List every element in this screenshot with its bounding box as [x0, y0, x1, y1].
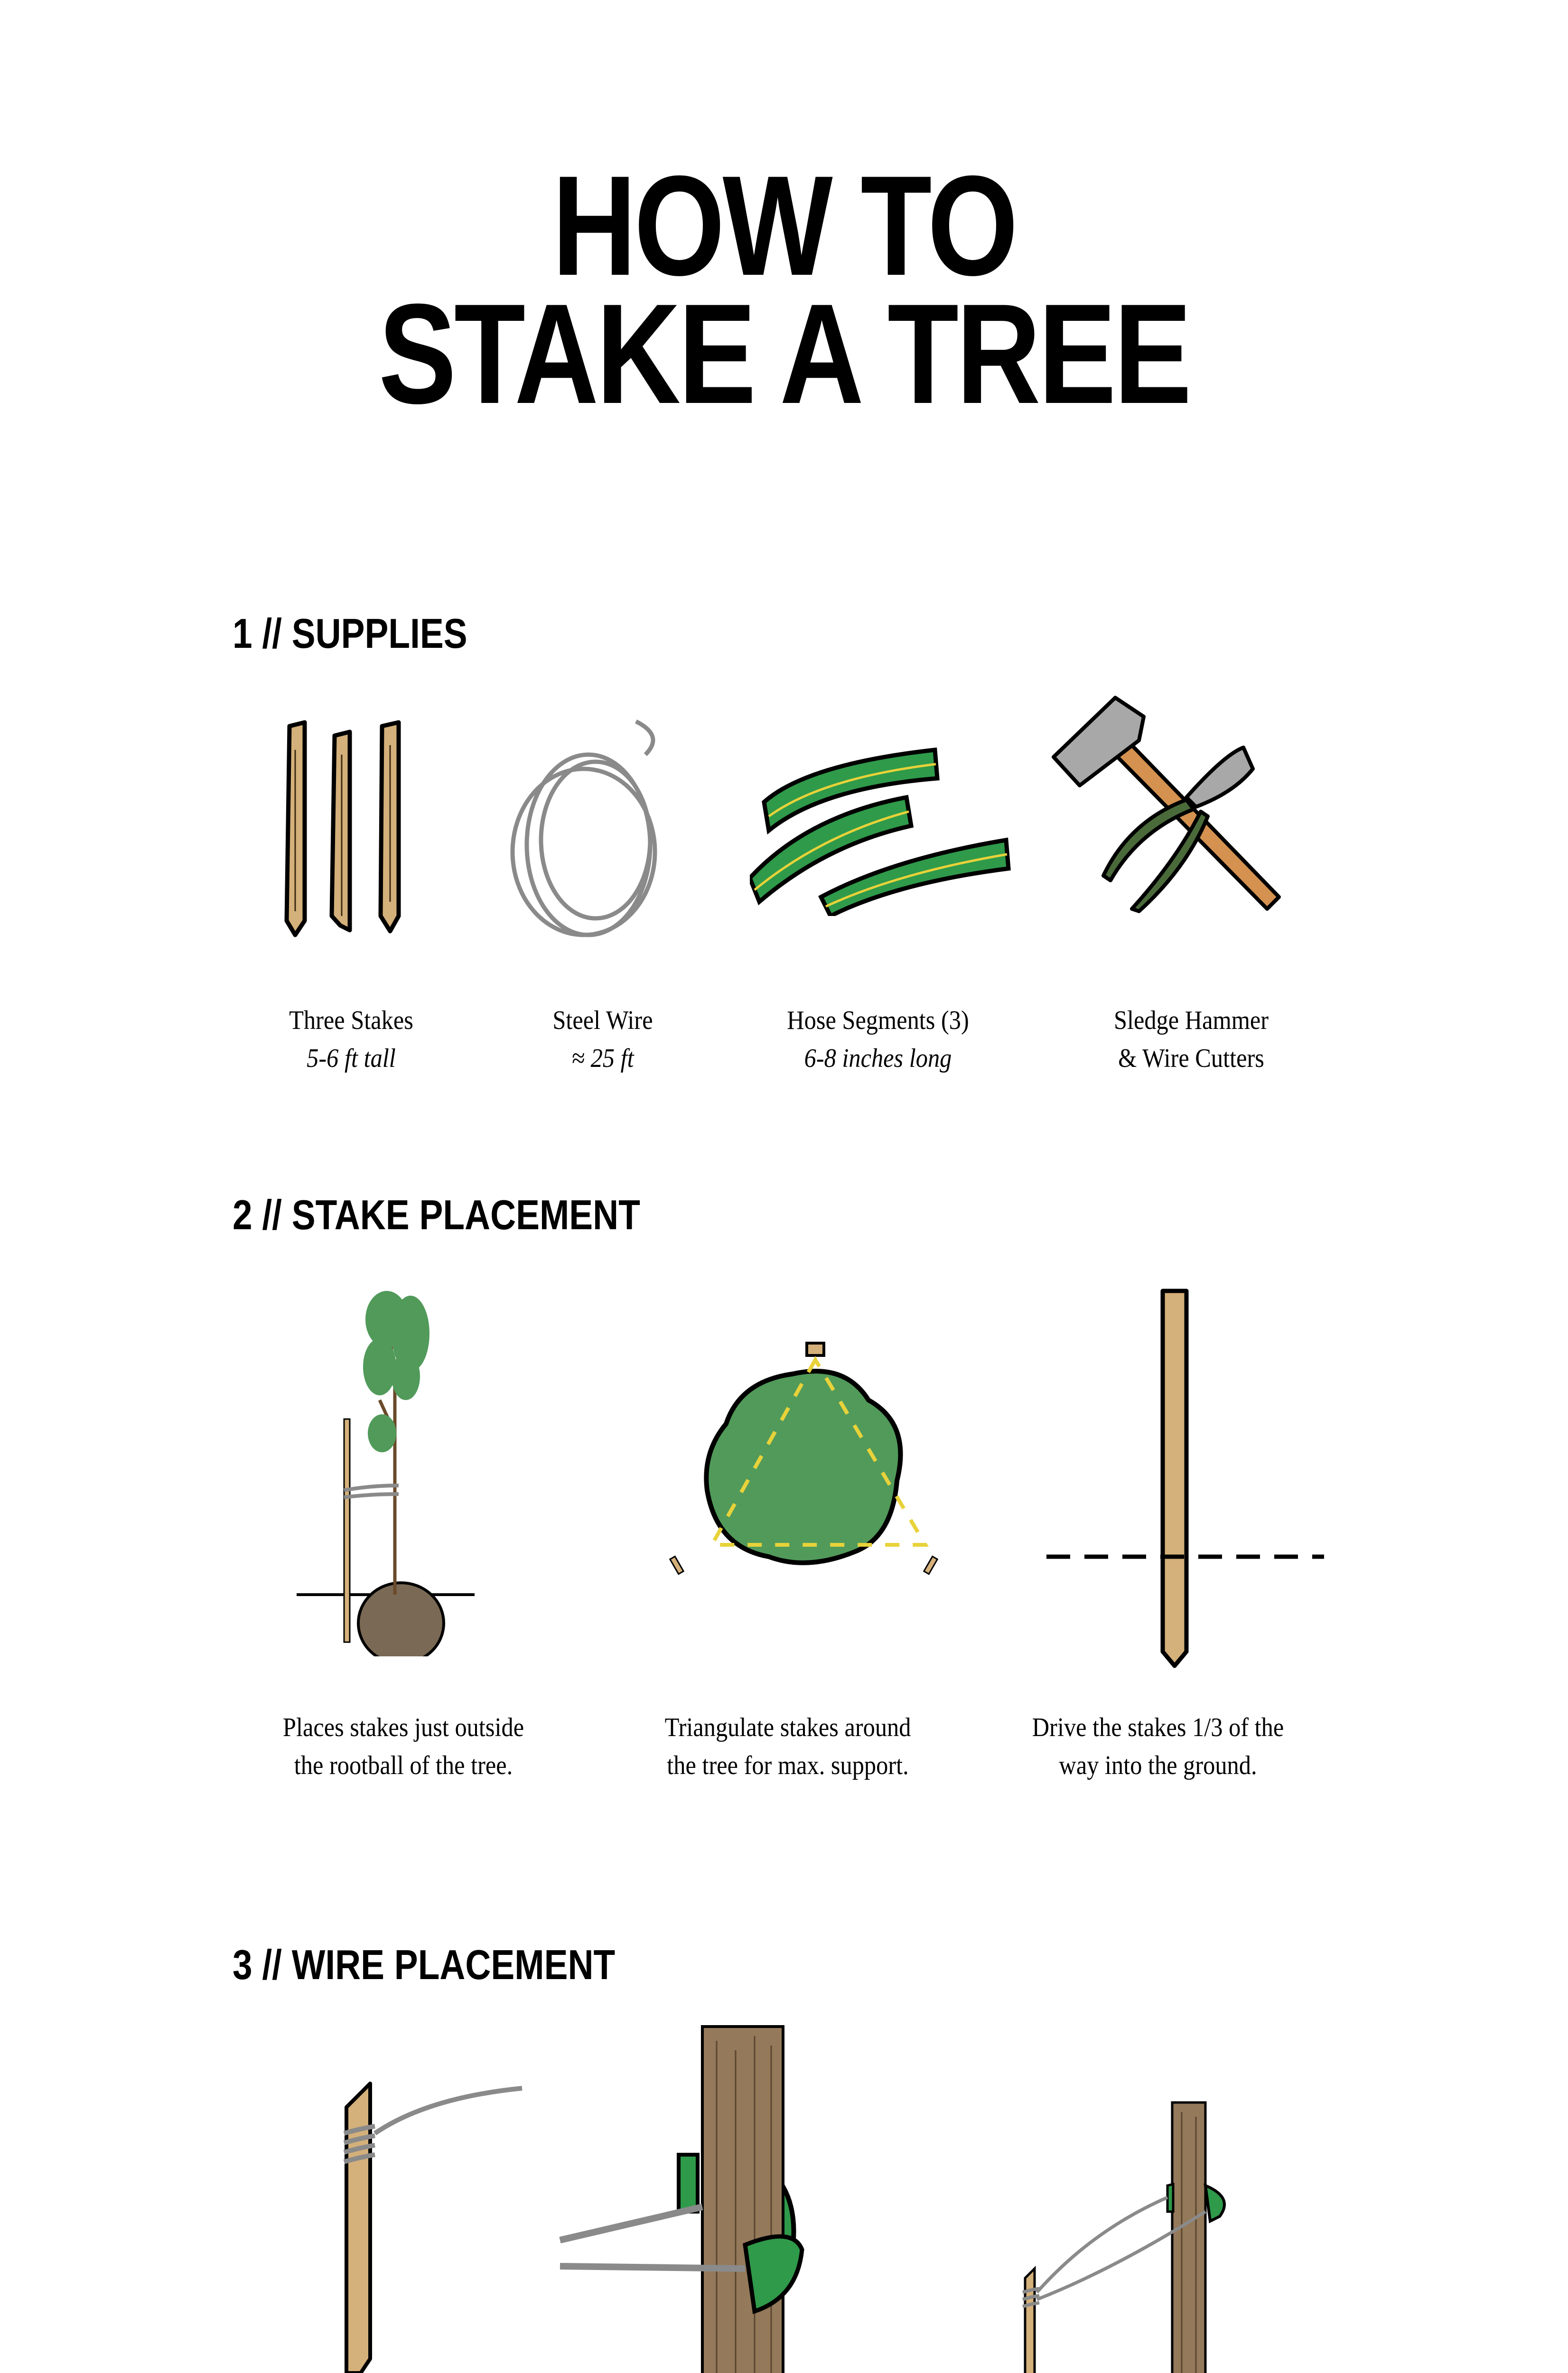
wire-coil-icon	[510, 719, 657, 937]
hose-segments-icon	[750, 747, 1011, 916]
supply-detail: & Wire Cutters	[1118, 1044, 1264, 1073]
title-line-1: HOW TO	[552, 146, 1018, 305]
wire-wrapped-stake-icon	[343, 2082, 523, 2373]
title-line-2: STAKE A TREE	[378, 274, 1192, 433]
supply-detail: 6-8 inches long	[804, 1044, 952, 1073]
supply-detail: ≈ 25 ft	[571, 1044, 634, 1073]
supply-label: Three Stakes	[289, 1006, 413, 1035]
supply-stakes-caption: Three Stakes 5-6 ft tall	[261, 963, 441, 1115]
wooden-stakes-icon	[284, 720, 401, 937]
supply-label: Hose Segments (3)	[787, 1006, 969, 1035]
supply-hammer-caption: Sledge Hammer & Wire Cutters	[1084, 963, 1298, 1115]
driven-stake-icon	[1046, 1289, 1324, 1668]
tree-with-stake-icon	[297, 1291, 475, 1656]
section-heading-supplies: 1 // SUPPLIES	[233, 610, 467, 657]
step-2-2-caption: Triangulate stakes around the tree for m…	[664, 1713, 911, 1780]
page-title: HOW TO STAKE A TREE	[141, 146, 1427, 433]
section-heading-stake-placement: 2 // STAKE PLACEMENT	[233, 1191, 640, 1238]
secured-wire-icon	[1022, 2101, 1226, 2373]
supply-label: Steel Wire	[552, 1006, 653, 1035]
step-2-3-caption: Drive the stakes 1/3 of the way into the…	[1032, 1713, 1284, 1780]
supply-hose-caption: Hose Segments (3) 6-8 inches long	[767, 963, 989, 1115]
section-heading-wire-placement: 3 // WIRE PLACEMENT	[233, 1941, 616, 1988]
triangulated-stakes-icon	[669, 1342, 939, 1575]
supply-label: Sledge Hammer	[1113, 1006, 1269, 1035]
step-2-1-caption: Places stakes just outside the rootball …	[282, 1713, 524, 1780]
hose-around-trunk-icon	[559, 2025, 804, 2373]
supply-wire-caption: Steel Wire ≈ 25 ft	[513, 963, 692, 1115]
hammer-and-cutters-icon	[1052, 696, 1281, 913]
supply-detail: 5-6 ft tall	[307, 1044, 396, 1073]
